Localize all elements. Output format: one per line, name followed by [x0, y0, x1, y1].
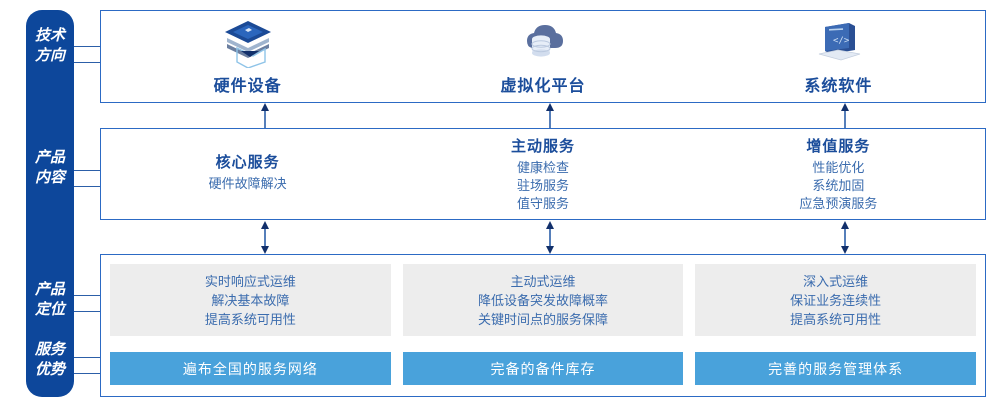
rail-label-product-position: 产品 定位 — [26, 280, 74, 320]
position-card-line: 提高系统可用性 — [204, 311, 296, 327]
rail-label-tech-direction: 技术 方向 — [26, 26, 74, 66]
product-content-line: 硬件故障解决 — [208, 176, 287, 191]
product-content-item-proactive[interactable]: 主动服务 健康检查 驻场服务 值守服务 — [395, 128, 690, 220]
left-rail — [26, 10, 74, 397]
position-card-line: 主动式运维 — [510, 273, 576, 289]
connector-position-upper — [74, 295, 101, 296]
connector-advantage-lower — [74, 373, 101, 374]
tech-direction-item-hardware[interactable]: 硬件设备 — [100, 10, 395, 103]
position-card-line: 解决基本故障 — [211, 292, 290, 308]
product-position-and-advantage-row: 实时响应式运维 解决基本故障 提高系统可用性 遍布全国的服务网络 主动式运维 降… — [100, 254, 986, 397]
product-content-line: 性能优化 — [812, 160, 865, 175]
bottom-column-proactive: 主动式运维 降低设备突发故障概率 关键时间点的服务保障 完备的备件库存 — [402, 264, 684, 385]
position-card-line: 保证业务连续性 — [790, 292, 882, 308]
connector-position-lower — [74, 311, 101, 312]
cloud-database-icon — [526, 25, 563, 57]
connector-advantage-upper — [74, 357, 101, 358]
rail-label-line: 优势 — [34, 361, 65, 378]
panel-product-content — [100, 128, 986, 220]
position-card-line: 关键时间点的服务保障 — [478, 311, 609, 327]
advantage-bar[interactable]: 完善的服务管理体系 — [695, 352, 977, 385]
product-content-title: 主动服务 — [510, 138, 575, 155]
product-content-title: 增值服务 — [806, 138, 871, 155]
tech-direction-label: 系统软件 — [804, 78, 873, 95]
rail-label-line: 产品 — [34, 149, 65, 166]
product-content-line: 健康检查 — [516, 160, 569, 175]
product-content-line: 值守服务 — [516, 196, 569, 211]
rail-label-service-advantage: 服务 优势 — [26, 340, 74, 380]
arrow-up-system-software — [841, 103, 849, 128]
connector-prod-upper — [74, 170, 101, 171]
arrow-bidirectional-valueadd — [841, 221, 849, 254]
tech-direction-label: 虚拟化平台 — [500, 78, 586, 95]
product-content-title: 核心服务 — [215, 154, 280, 171]
advantage-bar[interactable]: 遍布全国的服务网络 — [110, 352, 391, 385]
arrow-up-hardware — [261, 103, 269, 128]
advantage-bar[interactable]: 完备的备件库存 — [402, 352, 684, 385]
rail-label-line: 产品 — [34, 281, 65, 298]
product-content-item-core[interactable]: 核心服务 硬件故障解决 — [100, 128, 395, 220]
position-card-line: 实时响应式运维 — [204, 273, 296, 289]
bottom-column-realtime: 实时响应式运维 解决基本故障 提高系统可用性 遍布全国的服务网络 — [110, 264, 391, 385]
rail-label-line: 技术 — [34, 27, 65, 44]
rail-label-product-content: 产品 内容 — [26, 148, 74, 188]
laptop-code-icon: </> — [819, 23, 861, 61]
position-card[interactable]: 主动式运维 降低设备突发故障概率 关键时间点的服务保障 — [402, 264, 684, 336]
product-content-line: 系统加固 — [812, 178, 865, 193]
position-card[interactable]: 实时响应式运维 解决基本故障 提高系统可用性 — [110, 264, 391, 336]
rail-label-line: 定位 — [34, 301, 65, 318]
arrow-bidirectional-proactive — [546, 221, 554, 254]
connector-tech-lower — [74, 62, 101, 63]
connector-prod-lower — [74, 186, 101, 187]
svg-text:</>: </> — [833, 36, 850, 46]
rail-label-line: 服务 — [34, 341, 65, 358]
bottom-column-indepth: 深入式运维 保证业务连续性 提高系统可用性 完善的服务管理体系 — [695, 264, 977, 385]
tech-direction-item-system-software[interactable]: </> 系统软件 — [691, 10, 986, 103]
tech-direction-row: 硬件设备 虚拟化平台 </> 系统软件 — [100, 10, 986, 103]
arrow-bidirectional-core — [261, 221, 269, 254]
tech-direction-item-virtualization[interactable]: 虚拟化平台 — [395, 10, 690, 103]
product-content-line: 驻场服务 — [516, 178, 569, 193]
position-card-line: 提高系统可用性 — [790, 311, 882, 327]
connector-tech-upper — [74, 46, 101, 47]
rail-label-line: 方向 — [34, 47, 65, 64]
position-card-line: 降低设备突发故障概率 — [478, 292, 609, 308]
server-stack-icon — [224, 21, 271, 68]
product-content-line: 应急预演服务 — [799, 196, 878, 211]
product-content-item-valueadd[interactable]: 增值服务 性能优化 系统加固 应急预演服务 — [691, 128, 986, 220]
tech-direction-label: 硬件设备 — [213, 78, 282, 95]
position-card-line: 深入式运维 — [803, 273, 869, 289]
rail-label-line: 内容 — [34, 169, 65, 186]
product-content-row: 核心服务 硬件故障解决 主动服务 健康检查 驻场服务 值守服务 增值服务 性能优… — [100, 128, 986, 220]
arrow-up-virtualization — [546, 103, 554, 128]
position-card[interactable]: 深入式运维 保证业务连续性 提高系统可用性 — [695, 264, 977, 336]
